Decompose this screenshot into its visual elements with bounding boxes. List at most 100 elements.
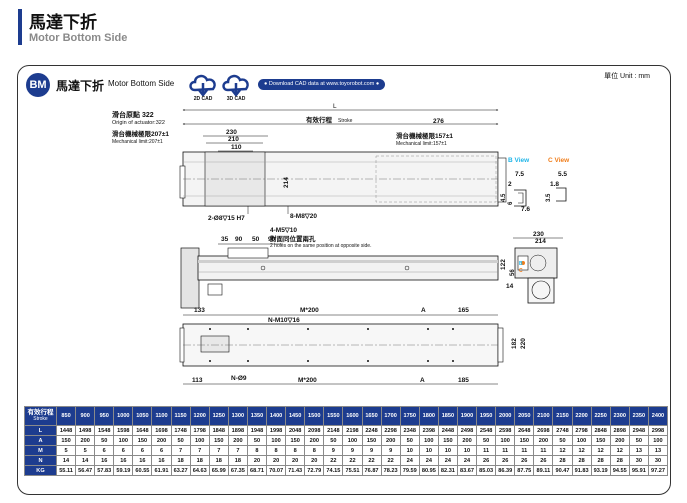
stroke-header-cell: 1850 xyxy=(437,406,458,426)
stroke-header-cell: 2200 xyxy=(571,406,592,426)
bm-badge: BM xyxy=(26,73,50,97)
table-cell: 2798 xyxy=(571,425,592,436)
table-cell: 24 xyxy=(437,455,458,466)
table-cell: 200 xyxy=(533,435,554,446)
panel-title-en: Motor Bottom Side xyxy=(108,79,175,88)
table-cell: 50 xyxy=(246,435,268,446)
table-cell: 1848 xyxy=(208,425,229,436)
cad-3d-download-icon[interactable] xyxy=(221,70,251,98)
table-cell: 100 xyxy=(418,435,439,446)
cad-3d-label[interactable]: 3D CAD xyxy=(226,96,246,102)
stroke-header-cell: 1250 xyxy=(208,406,229,426)
stroke-header-cell: 1750 xyxy=(399,406,420,426)
table-cell: 61.91 xyxy=(151,465,172,476)
bv-7.6: 7.6 xyxy=(521,206,530,213)
table-cell: 22 xyxy=(342,455,363,466)
stroke-header-cell: 1200 xyxy=(189,406,210,426)
table-cell: 150 xyxy=(285,435,306,446)
table-cell: 8 xyxy=(266,445,287,456)
top-A: A xyxy=(421,307,426,314)
table-cell: 28 xyxy=(552,455,573,466)
table-cell: 50 xyxy=(476,435,497,446)
m5-hole-note: 對面同位置兩孔 xyxy=(270,234,316,243)
table-cell: 100 xyxy=(189,435,210,446)
table-cell: 16 xyxy=(151,455,172,466)
table-cell: 1798 xyxy=(189,425,210,436)
table-cell: 13 xyxy=(647,445,669,456)
table-cell: 10 xyxy=(399,445,420,456)
bv-7.5: 7.5 xyxy=(515,171,524,178)
table-cell: 2998 xyxy=(647,425,669,436)
table-cell: 22 xyxy=(361,455,382,466)
table-cell: 18 xyxy=(227,455,248,466)
stroke-header-cell: 900 xyxy=(75,406,96,426)
mech-limit-right: 滑台機械極限157±1 xyxy=(396,131,453,140)
stroke-header-cell: 1650 xyxy=(361,406,382,426)
table-cell: 6 xyxy=(94,445,115,456)
stroke-header-cell: 1100 xyxy=(151,406,172,426)
table-cell: 6 xyxy=(151,445,172,456)
table-cell: 200 xyxy=(304,435,325,446)
table-cell: 26 xyxy=(476,455,497,466)
end-56: 56 xyxy=(510,269,516,276)
dim-214: 214 xyxy=(283,177,290,188)
table-cell: 100 xyxy=(495,435,516,446)
table-cell: 100 xyxy=(342,435,363,446)
table-cell: 97.27 xyxy=(647,465,669,476)
table-cell: 50 xyxy=(552,435,573,446)
table-cell: 150 xyxy=(55,435,77,446)
table-cell: 12 xyxy=(571,445,592,456)
table-cell: 20 xyxy=(246,455,268,466)
table-cell: 63.27 xyxy=(170,465,191,476)
table-cell: 74.15 xyxy=(323,465,344,476)
table-cell: 1698 xyxy=(151,425,172,436)
table-cell: 26 xyxy=(514,455,535,466)
cad-2d-download-icon[interactable] xyxy=(188,70,218,98)
cad-2d-label[interactable]: 2D CAD xyxy=(193,96,213,102)
table-cell: 56.47 xyxy=(75,465,96,476)
top-133: 133 xyxy=(194,307,205,314)
table-cell: 14 xyxy=(55,455,77,466)
row-label: N xyxy=(24,455,57,466)
table-cell: 16 xyxy=(132,455,153,466)
m5-hole-note-en: 2 holes on the same position at opposite… xyxy=(270,243,371,249)
end-14: 14 xyxy=(506,283,514,290)
table-cell: 16 xyxy=(94,455,115,466)
table-cell: 67.35 xyxy=(227,465,248,476)
table-cell: 24 xyxy=(418,455,439,466)
table-cell: 8 xyxy=(246,445,268,456)
table-cell: 20 xyxy=(266,455,287,466)
end-230: 230 xyxy=(533,231,544,238)
download-link[interactable]: ● Download CAD data at www.toyorobot.com… xyxy=(258,79,386,90)
table-cell: 14 xyxy=(75,455,96,466)
table-cell: 2498 xyxy=(456,425,478,436)
table-cell: 20 xyxy=(285,455,306,466)
bv-2: 2 xyxy=(508,181,512,188)
unit-label: 單位 Unit : mm xyxy=(604,73,650,80)
table-cell: 10 xyxy=(456,445,478,456)
table-cell: 50 xyxy=(399,435,420,446)
stroke-header-cell: 1450 xyxy=(285,406,306,426)
table-cell: 150 xyxy=(514,435,535,446)
table-cell: 2898 xyxy=(609,425,630,436)
header-accent-bar xyxy=(18,9,22,45)
table-cell: 8 xyxy=(285,445,306,456)
dim-90a: 90 xyxy=(235,236,243,243)
bot-A: A xyxy=(420,377,425,384)
c-view-label: C View xyxy=(548,157,570,164)
table-cell: 2298 xyxy=(380,425,401,436)
stroke-header-cell: 2300 xyxy=(609,406,630,426)
table-cell: 1498 xyxy=(75,425,96,436)
bv-6: 6 xyxy=(508,201,514,205)
table-cell: 6 xyxy=(132,445,153,456)
table-cell: 9 xyxy=(342,445,363,456)
table-cell: 1898 xyxy=(227,425,248,436)
stroke-header-cell: 2350 xyxy=(628,406,649,426)
table-cell: 2248 xyxy=(361,425,382,436)
table-cell: 24 xyxy=(399,455,420,466)
table-cell: 200 xyxy=(75,435,96,446)
